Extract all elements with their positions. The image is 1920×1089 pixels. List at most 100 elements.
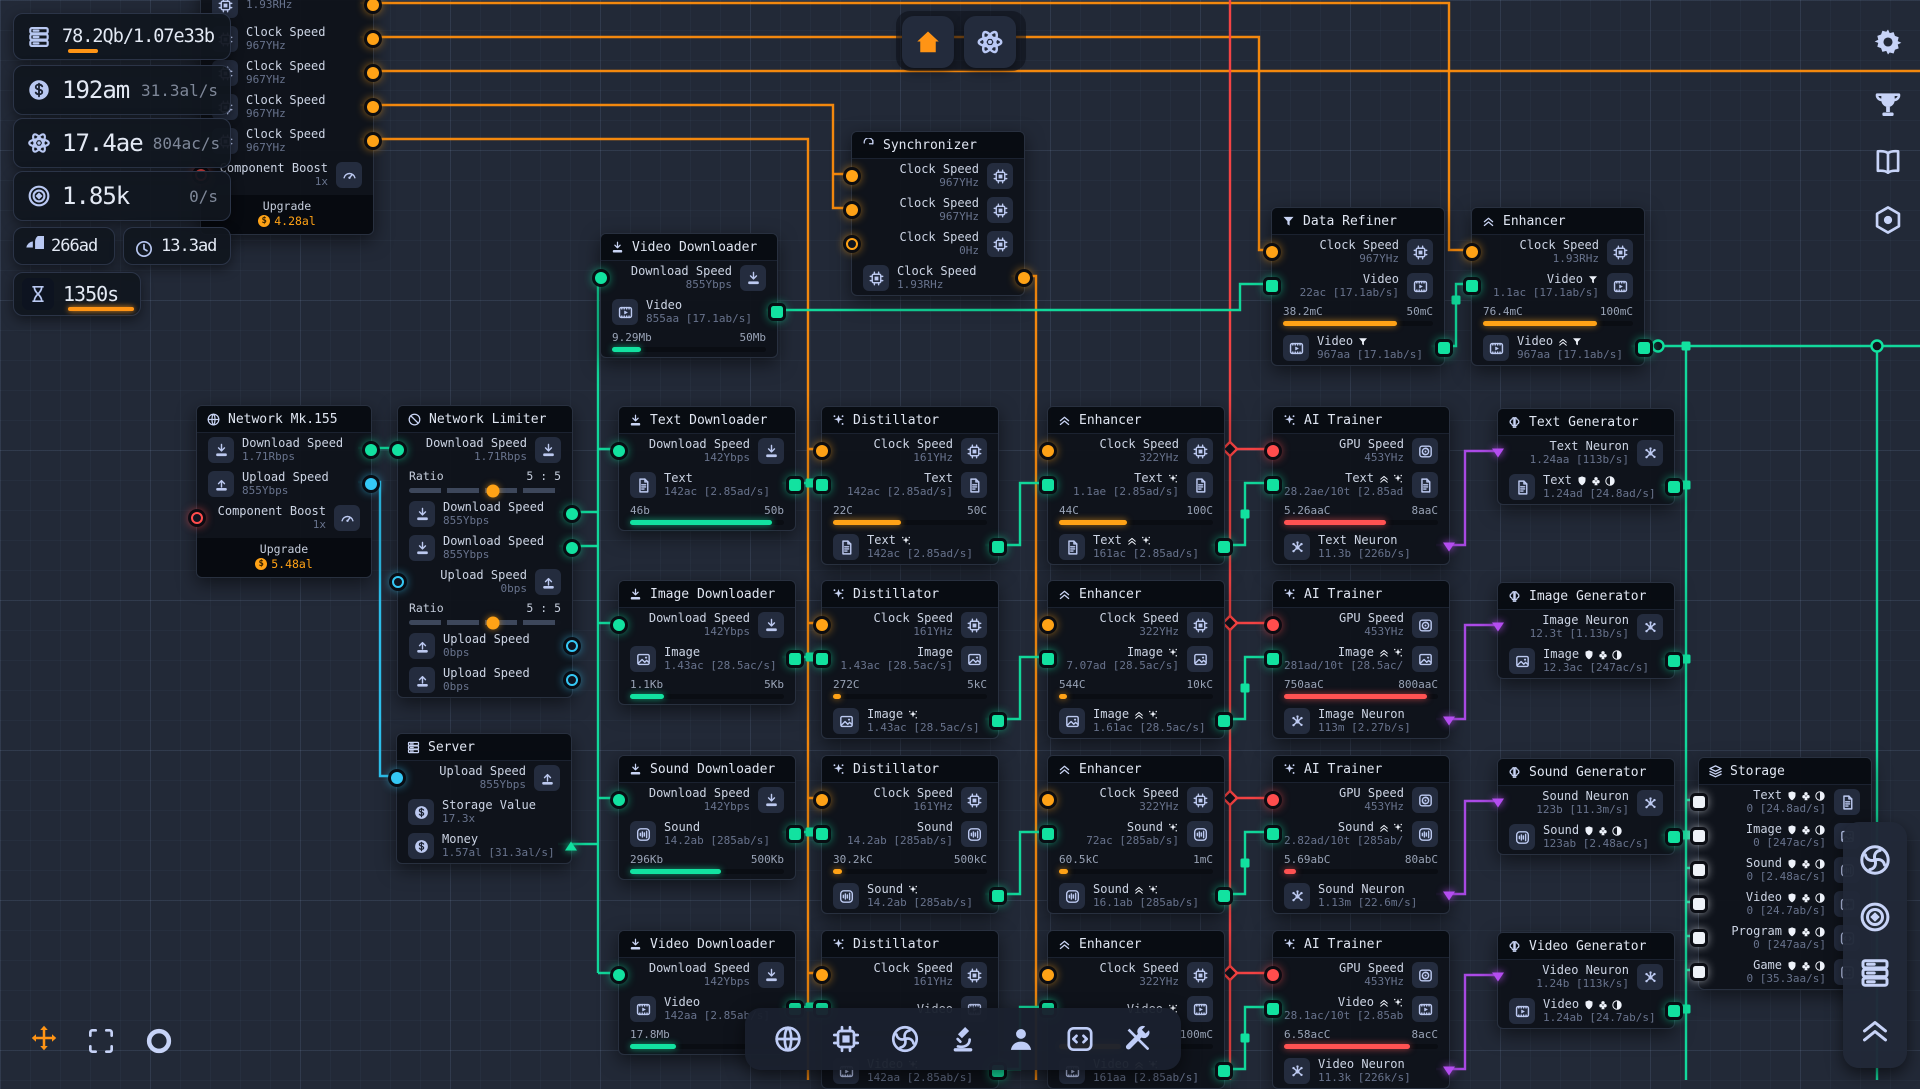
research-button[interactable] — [964, 16, 1016, 68]
green-square-port[interactable] — [1042, 479, 1054, 491]
green-square-port[interactable] — [1267, 653, 1279, 665]
green-square-port[interactable] — [1042, 828, 1054, 840]
red-circle-port[interactable] — [1267, 445, 1279, 457]
orange-circle-port[interactable] — [846, 204, 858, 216]
green-circle-port[interactable] — [392, 444, 404, 456]
green-square-port[interactable] — [816, 479, 828, 491]
green-circle-port[interactable] — [613, 794, 625, 806]
ratio-knob[interactable] — [486, 616, 499, 629]
green-square-port[interactable] — [1042, 653, 1054, 665]
red-circle-port[interactable] — [1267, 619, 1279, 631]
network-mk155[interactable]: Network Mk.155 Download Speed 1.71Rbps U… — [196, 405, 372, 578]
green-square-port[interactable] — [1218, 541, 1230, 553]
synchronizer[interactable]: Synchronizer Clock Speed 967YHz Clock Sp… — [851, 131, 1025, 296]
distillator-image[interactable]: Distillator Clock Speed 161YHz Image 1.4… — [821, 580, 999, 739]
ai-trainer-video[interactable]: AI Trainer GPU Speed 453YHz Video 28.1ac… — [1272, 930, 1450, 1089]
chevrons-up-icon[interactable] — [1857, 1012, 1893, 1048]
ai-trainer-image[interactable]: AI Trainer GPU Speed 453YHz Image 281ad/… — [1272, 580, 1450, 739]
green-square-port[interactable] — [1438, 342, 1450, 354]
green-square-port[interactable] — [1267, 828, 1279, 840]
green-square-port[interactable] — [1218, 715, 1230, 727]
settings-button[interactable] — [1868, 22, 1908, 62]
text-downloader[interactable]: Text Downloader Download Speed 142Ybps T… — [618, 406, 796, 531]
ai-trainer-text[interactable]: AI Trainer GPU Speed 453YHz Text 28.2ae/… — [1272, 406, 1450, 565]
green-square-port[interactable] — [1466, 280, 1478, 292]
purple-tri-down-port[interactable] — [1492, 623, 1504, 632]
cyan-circle-port[interactable] — [566, 674, 578, 686]
video-downloader-top[interactable]: Video Downloader Download Speed 855Ybps … — [600, 233, 778, 358]
cyan-circle-port[interactable] — [391, 772, 403, 784]
home-button[interactable] — [902, 16, 954, 68]
orange-circle-port[interactable] — [816, 794, 828, 806]
orange-circle-port[interactable] — [367, 101, 379, 113]
server-icon[interactable] — [1857, 955, 1893, 991]
orange-circle-port[interactable] — [816, 445, 828, 457]
purple-tri-down-port[interactable] — [1492, 973, 1504, 982]
circle-tool-button[interactable] — [140, 1022, 178, 1060]
orange-circle-port[interactable] — [816, 619, 828, 631]
target-icon[interactable] — [1857, 899, 1893, 935]
green-square-port[interactable] — [1638, 342, 1650, 354]
data-refiner[interactable]: Data Refiner Clock Speed 967YHz Video 22… — [1271, 207, 1445, 366]
green-square-port[interactable] — [992, 715, 1004, 727]
green-circle-port[interactable] — [613, 969, 625, 981]
software-category-button[interactable] — [1062, 1021, 1098, 1057]
encyclopedia-button[interactable] — [1868, 142, 1908, 182]
red-circle-port[interactable] — [1267, 794, 1279, 806]
enhancer-text[interactable]: Enhancer Clock Speed 322YHz Text 1.1ae [… — [1047, 406, 1225, 565]
hardware-category-button[interactable] — [828, 1021, 864, 1057]
move-tool-button[interactable] — [18, 1012, 70, 1064]
purple-tri-down-port[interactable] — [1492, 449, 1504, 458]
enhancer-sound[interactable]: Enhancer Clock Speed 322YHz Sound 72ac [… — [1047, 755, 1225, 914]
orange-circle-port[interactable] — [1042, 619, 1054, 631]
badge-button[interactable] — [1868, 200, 1908, 240]
orange-circle-port[interactable] — [367, 33, 379, 45]
green-circle-port[interactable] — [566, 508, 578, 520]
ratio-slider[interactable] — [409, 620, 561, 625]
orange-circle-port[interactable] — [846, 170, 858, 182]
white-square-port[interactable] — [1693, 966, 1705, 978]
ratio-slider[interactable] — [409, 488, 561, 493]
text-generator[interactable]: Text Generator Text Neuron 1.24aa [113b/… — [1497, 408, 1675, 505]
server[interactable]: Server Upload Speed 855Ybps Storage Valu… — [396, 733, 572, 864]
orange-circle-port[interactable] — [1018, 272, 1030, 284]
tools-category-button[interactable] — [1120, 1021, 1156, 1057]
green-square-port[interactable] — [1218, 1065, 1230, 1077]
sound-downloader[interactable]: Sound Downloader Download Speed 142Ybps … — [618, 755, 796, 880]
green-square-port[interactable] — [816, 828, 828, 840]
green-square-port[interactable] — [1668, 655, 1680, 667]
image-downloader[interactable]: Image Downloader Download Speed 142Ybps … — [618, 580, 796, 705]
green-square-port[interactable] — [1267, 1003, 1279, 1015]
agent-category-button[interactable] — [1003, 1021, 1039, 1057]
purple-tri-down-port[interactable] — [1492, 799, 1504, 808]
white-square-port[interactable] — [1693, 796, 1705, 808]
enhancer-image[interactable]: Enhancer Clock Speed 322YHz Image 7.07ad… — [1047, 580, 1225, 739]
green-square-port[interactable] — [992, 890, 1004, 902]
green-square-port[interactable] — [789, 479, 801, 491]
orange-circle-port[interactable] — [816, 969, 828, 981]
upgrade-button[interactable]: Upgrade $5.48al — [197, 538, 371, 577]
distillator-text[interactable]: Distillator Clock Speed 161YHz Text 142a… — [821, 406, 999, 565]
green-circle-port[interactable] — [566, 542, 578, 554]
orange-circle-port[interactable] — [367, 67, 379, 79]
green-square-port[interactable] — [789, 653, 801, 665]
orange-circle-port[interactable] — [1042, 445, 1054, 457]
green-square-port[interactable] — [1668, 1005, 1680, 1017]
video-generator[interactable]: Video Generator Video Neuron 1.24b [113k… — [1497, 932, 1675, 1029]
cooling-category-button[interactable] — [887, 1021, 923, 1057]
green-square-port[interactable] — [1668, 481, 1680, 493]
purple-tri-down-port[interactable] — [1443, 543, 1455, 552]
green-circle-port[interactable] — [613, 619, 625, 631]
red-circle-port[interactable] — [191, 512, 203, 524]
green-tri-up-port[interactable] — [565, 842, 577, 851]
purple-tri-down-port[interactable] — [1443, 892, 1455, 901]
sound-generator[interactable]: Sound Generator Sound Neuron 123b [11.3m… — [1497, 758, 1675, 855]
green-square-port[interactable] — [1218, 890, 1230, 902]
green-square-port[interactable] — [816, 653, 828, 665]
enhancer-top[interactable]: Enhancer Clock Speed 1.93RHz Video 1.1ac… — [1471, 207, 1645, 366]
ratio-knob[interactable] — [486, 484, 499, 497]
ai-trainer-sound[interactable]: AI Trainer GPU Speed 453YHz Sound 2.82ad… — [1272, 755, 1450, 914]
green-square-port[interactable] — [1267, 479, 1279, 491]
green-circle-port[interactable] — [613, 445, 625, 457]
network-category-button[interactable] — [770, 1021, 806, 1057]
